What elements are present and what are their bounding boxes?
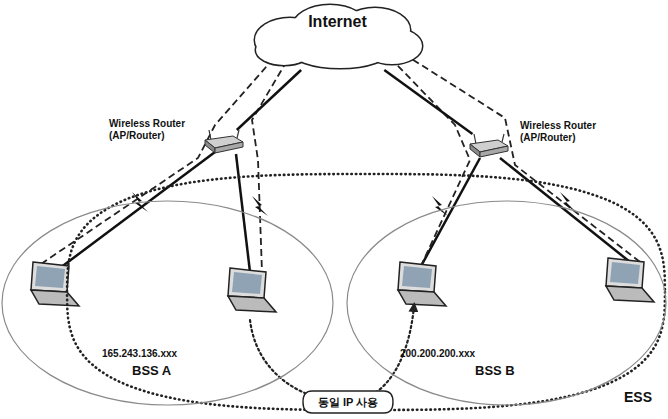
callout-text: 동일 IP 사용 <box>302 396 394 409</box>
ess-area: ESS165.243.136.xxxBSS A200.200.200.xxxBS… <box>0 168 668 413</box>
wireless-router: Wireless Router (AP/Router) <box>203 130 245 154</box>
router-icon <box>203 130 245 154</box>
internet-cloud: Internet <box>250 2 425 70</box>
ip-range: 200.200.200.xxx <box>400 348 475 360</box>
bss-label: BSS A <box>132 364 171 379</box>
bss-area: 200.200.200.xxxBSS B <box>345 198 668 408</box>
ess-outline <box>0 168 668 413</box>
bss-area: 165.243.136.xxxBSS A <box>0 198 335 408</box>
laptop-icon <box>606 258 654 302</box>
uplink-line <box>384 70 472 134</box>
uplink-line <box>237 70 301 130</box>
router-label: Wireless Router (AP/Router) <box>520 120 612 143</box>
ess-label: ESS <box>624 389 652 405</box>
router-label: Wireless Router (AP/Router) <box>109 118 201 141</box>
bss-label: BSS B <box>475 364 515 379</box>
cloud-shape <box>250 2 425 70</box>
cloud-label: Internet <box>250 13 425 31</box>
wireless-router: Wireless Router (AP/Router) <box>468 134 510 158</box>
laptop-icon <box>398 262 446 306</box>
callout-bubble: 동일 IP 사용 <box>302 390 394 414</box>
ip-range: 165.243.136.xxx <box>102 348 177 360</box>
lightning-bolt <box>132 192 576 216</box>
roaming-arrow <box>250 306 414 402</box>
laptop-icon <box>228 268 276 312</box>
wireless-link <box>60 152 630 272</box>
laptop-icon <box>31 262 79 306</box>
router-icon <box>468 134 510 158</box>
data-path <box>35 42 640 272</box>
